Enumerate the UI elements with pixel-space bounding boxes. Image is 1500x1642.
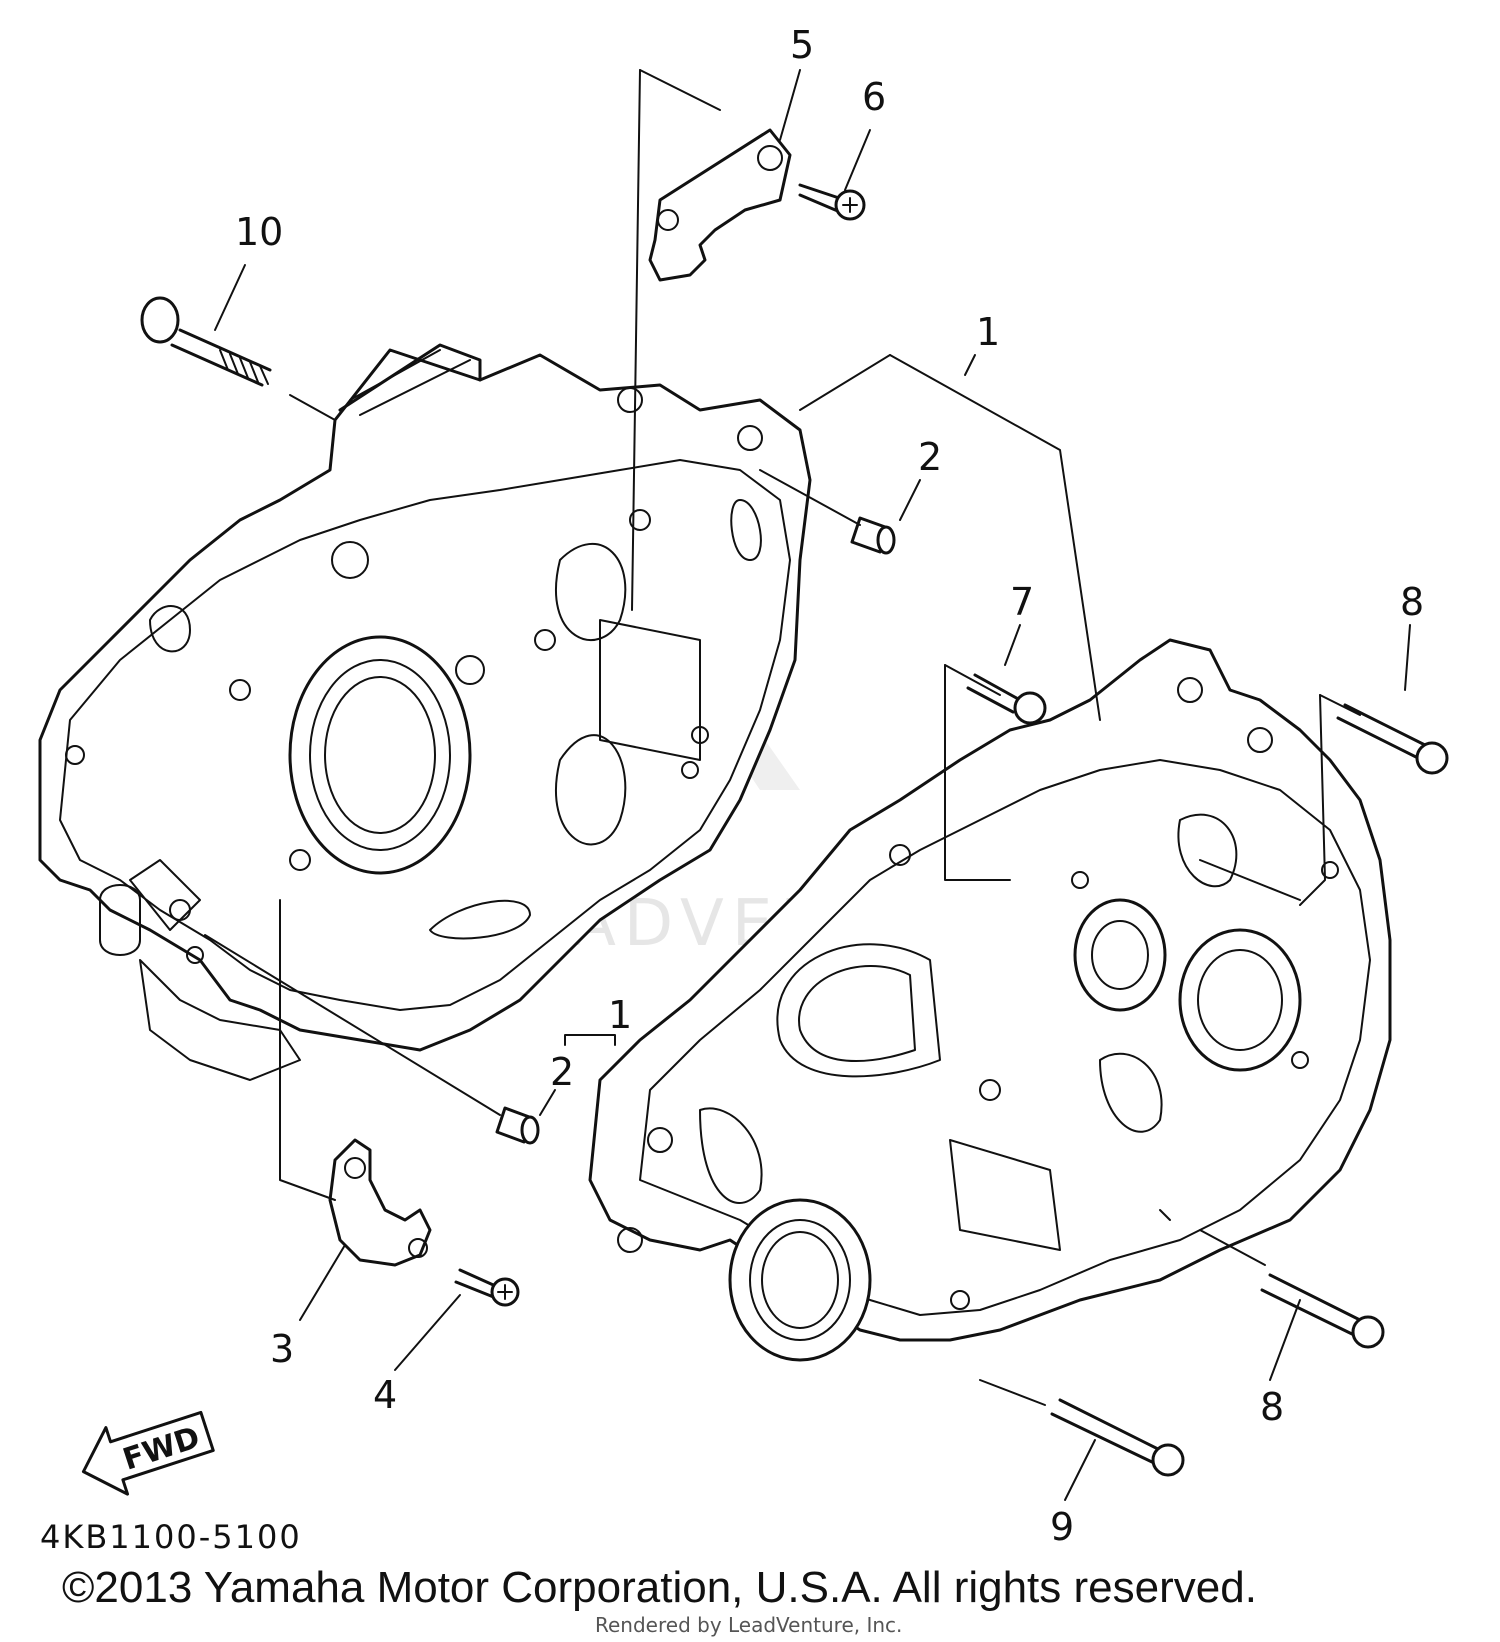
part-8-bolt-lower — [1260, 1273, 1385, 1349]
right-crankcase — [588, 638, 1392, 1362]
fwd-arrow-icon: FWD — [81, 1410, 215, 1496]
callout-9: 9 — [1050, 1505, 1074, 1549]
copyright-notice: ©2013 Yamaha Motor Corporation, U.S.A. A… — [62, 1563, 1257, 1612]
callout-5: 5 — [790, 23, 814, 67]
leader-lines — [204, 69, 1411, 1501]
part-2-dowel-upper — [850, 516, 896, 555]
callout-10: 10 — [235, 210, 283, 254]
callout-8-lower: 8 — [1260, 1385, 1284, 1429]
callout-4: 4 — [373, 1373, 397, 1417]
part-7-bolt — [966, 673, 1047, 725]
callout-7: 7 — [1010, 580, 1034, 624]
part-4-screw — [454, 1268, 520, 1307]
callout-2-lower: 2 — [550, 1050, 574, 1094]
callout-labels: 5 6 10 1 2 7 8 1 2 3 4 8 9 — [235, 23, 1424, 1549]
rendered-by-credit: Rendered by LeadVenture, Inc. — [595, 1613, 902, 1637]
part-10-bolt — [140, 296, 272, 387]
callout-1-lower: 1 — [608, 993, 632, 1037]
callout-2-upper: 2 — [918, 435, 942, 479]
left-crankcase — [38, 343, 812, 1081]
part-code: 4KB1100-5100 — [40, 1518, 302, 1556]
callout-1-upper: 1 — [976, 310, 1000, 354]
callout-3: 3 — [270, 1327, 294, 1371]
part-6-screw — [798, 183, 866, 221]
part-2-dowel-lower — [495, 1106, 540, 1145]
part-3-bracket — [328, 1138, 432, 1267]
part-8-bolt-upper — [1336, 703, 1449, 775]
part-9-bolt — [1050, 1398, 1185, 1477]
part-5-bracket — [648, 128, 792, 282]
callout-8-upper: 8 — [1400, 580, 1424, 624]
callout-6: 6 — [862, 75, 886, 119]
